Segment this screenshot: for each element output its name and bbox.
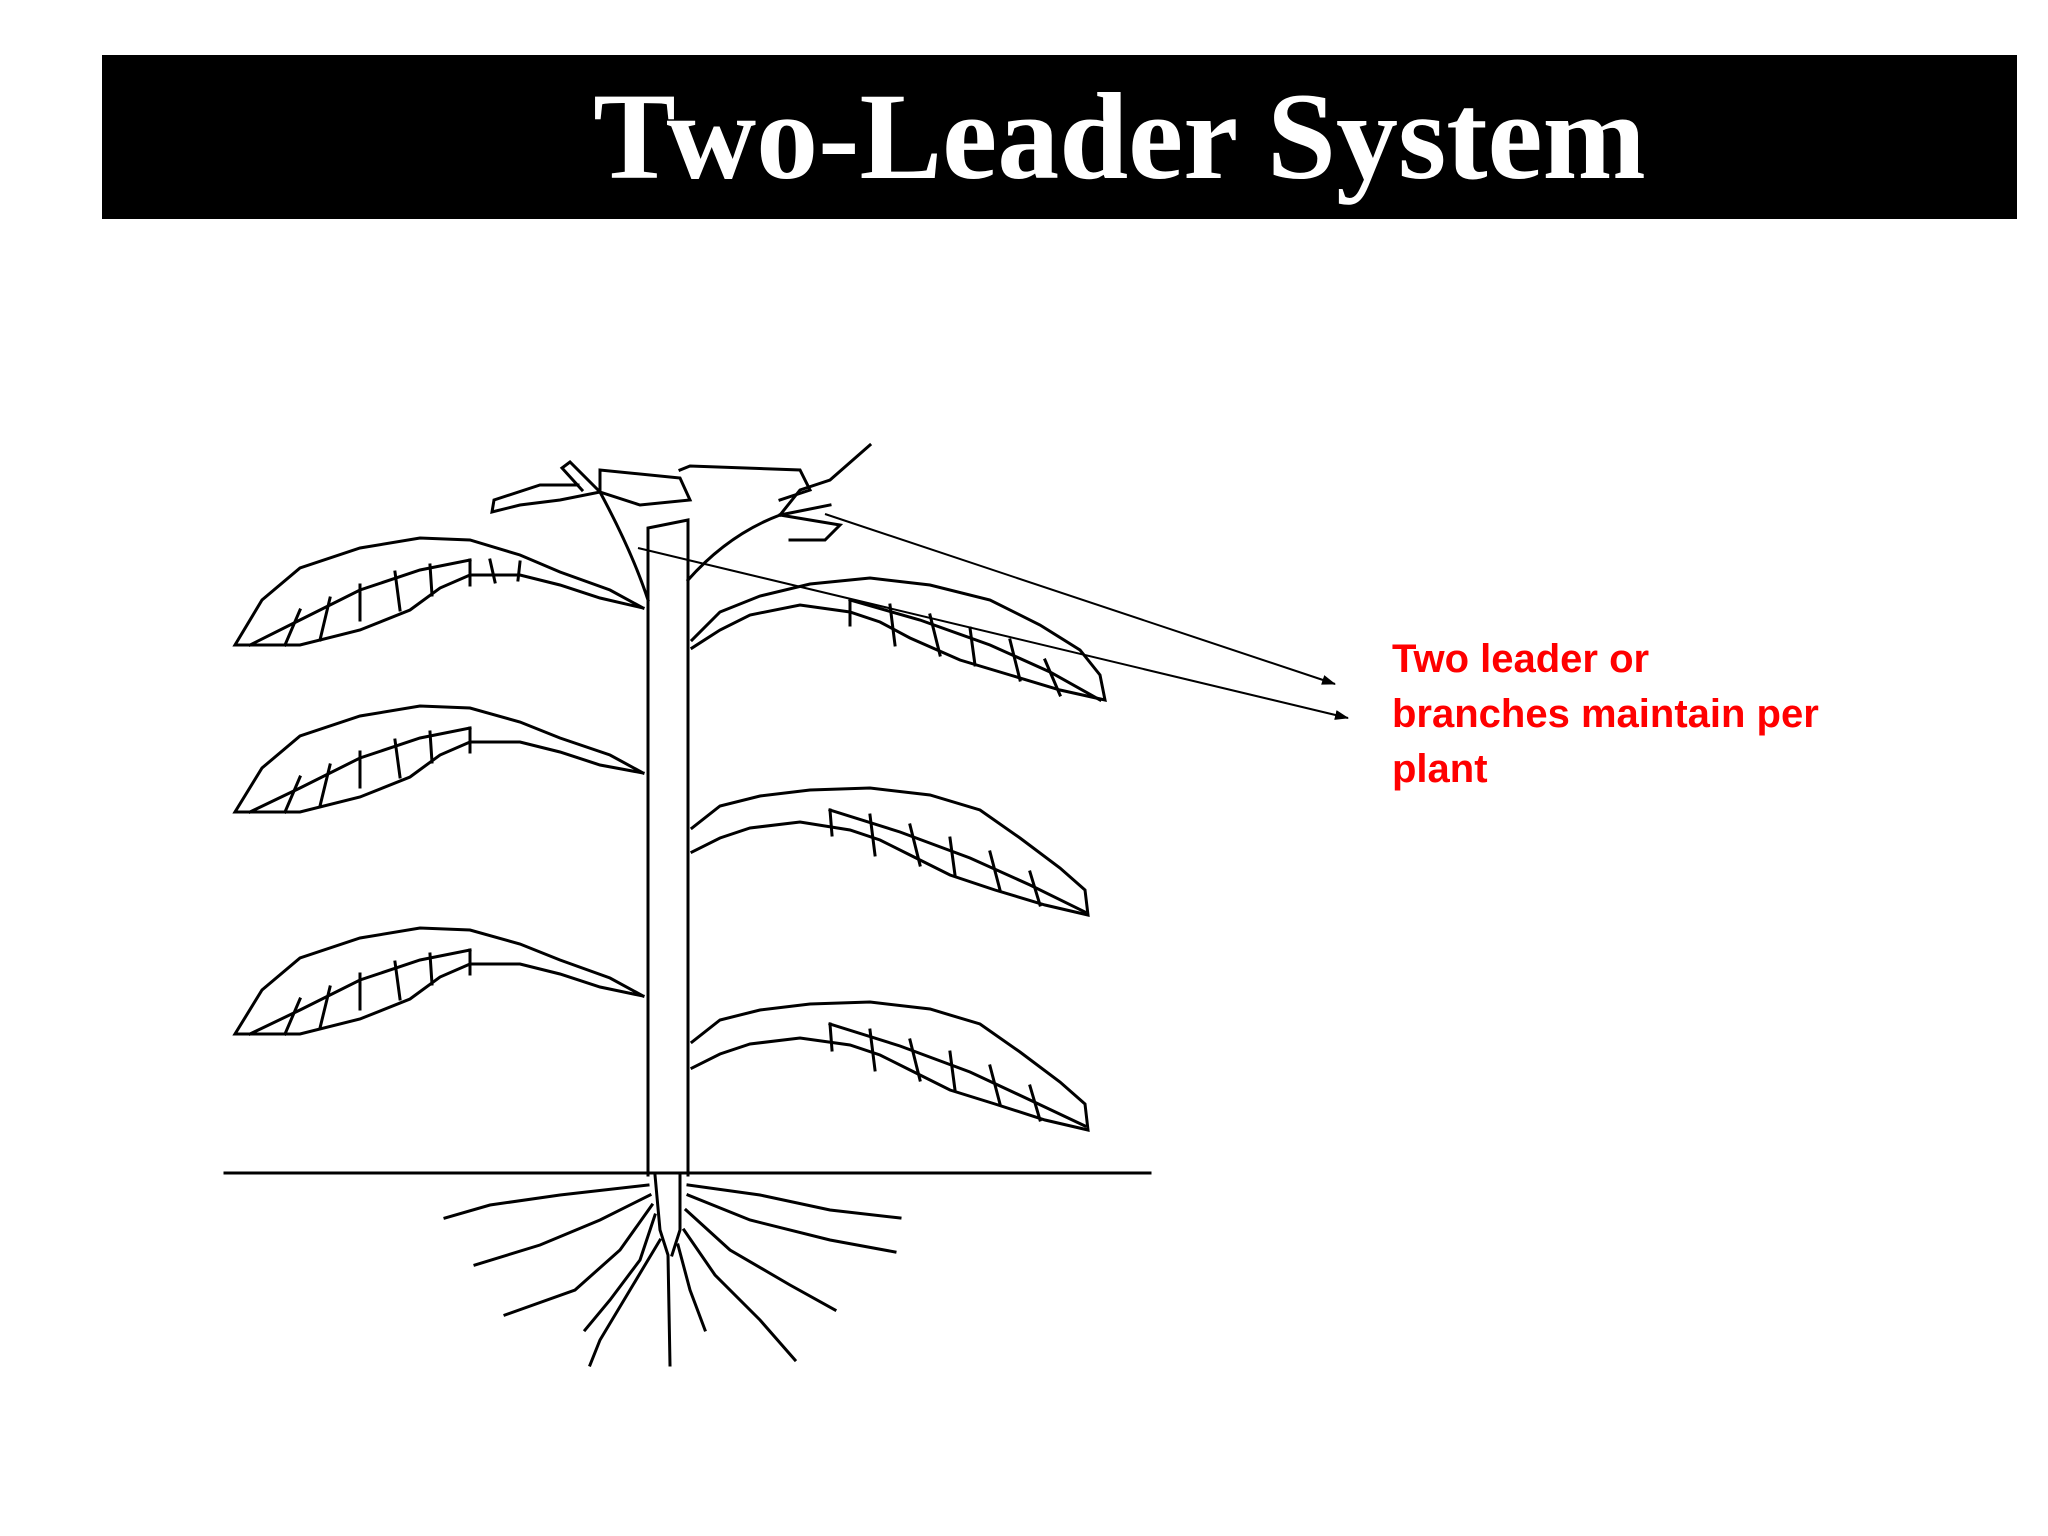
title-bar: Two-Leader System [102, 55, 2017, 219]
left-leaf-2 [232, 704, 646, 815]
root-system [443, 1173, 902, 1367]
left-leaf-3 [232, 926, 646, 1037]
arrow-upper [824, 513, 1336, 685]
slide-title: Two-Leader System [593, 68, 1646, 205]
right-leaf-3 [689, 1000, 1090, 1132]
callout-arrows [637, 513, 1349, 720]
top-shoots [490, 442, 873, 602]
annotation-line-1: Two leader or [1392, 637, 1650, 681]
annotation-label: Two leader or branches maintain per plan… [1392, 632, 1952, 797]
right-leaf-1 [689, 576, 1107, 703]
annotation-line-3: plant [1392, 747, 1488, 791]
left-leaf-1 [232, 536, 646, 648]
annotation-line-2: branches maintain per [1392, 692, 1819, 736]
right-leaf-2 [689, 786, 1090, 917]
arrow-lower [637, 547, 1349, 720]
main-stem [646, 518, 690, 1177]
